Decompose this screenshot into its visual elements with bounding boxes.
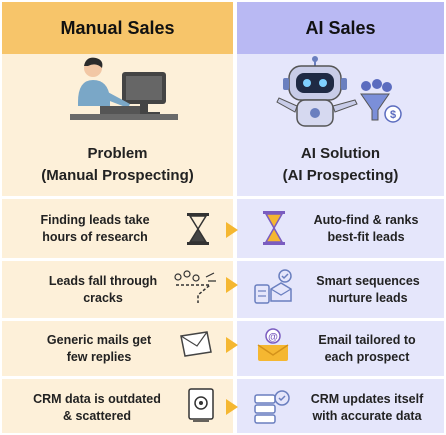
hourglass-icon — [182, 210, 214, 248]
hourglass-fast-icon — [258, 208, 290, 248]
ai-sales-title: AI Sales — [305, 17, 376, 38]
problem-title-line1: Problem — [87, 145, 148, 162]
ai-robot-illustration-icon: $ — [265, 54, 415, 132]
solution-title-line2: (AI Prospecting) — [282, 167, 399, 184]
divider — [2, 258, 444, 261]
solution-text-row2: Smart sequences nurture leads — [316, 274, 420, 305]
manual-column — [2, 2, 233, 433]
divider — [2, 376, 444, 379]
divider — [2, 318, 444, 321]
arrow-icon — [226, 222, 238, 238]
problem-title-line2: (Manual Prospecting) — [41, 167, 194, 184]
problem-section-title: Problem (Manual Prospecting) — [2, 143, 233, 187]
database-sync-icon — [252, 388, 292, 426]
problem-text-row4: CRM data is outdated & scattered — [33, 392, 161, 423]
solution-title-line1: AI Solution — [300, 145, 381, 162]
envelope-icon — [176, 326, 216, 362]
manual-sales-title: Manual Sales — [60, 17, 175, 38]
divider — [2, 196, 444, 199]
solution-section-title: AI Solution (AI Prospecting) — [237, 143, 444, 187]
problem-text-row2: Leads fall through cracks — [48, 274, 158, 305]
broken-funnel-icon — [170, 268, 220, 306]
personal-email-icon: @ — [254, 326, 292, 364]
svg-text:@: @ — [268, 332, 278, 343]
settings-document-icon — [186, 386, 216, 426]
svg-text:$: $ — [390, 109, 396, 121]
manual-sales-header: Manual Sales — [2, 2, 233, 54]
solution-text-row3: Email tailored to each prospect — [318, 333, 416, 364]
sequence-icon — [250, 266, 296, 308]
ai-sales-header: AI Sales — [237, 2, 444, 54]
solution-text-row1: Auto-find & ranks best-fit leads — [313, 213, 419, 244]
arrow-icon — [226, 399, 238, 415]
problem-text-row1: Finding leads take hours of research — [40, 213, 150, 244]
arrow-icon — [226, 277, 238, 293]
solution-text-row4: CRM updates itself with accurate data — [310, 392, 424, 423]
manual-worker-illustration-icon — [60, 54, 180, 132]
arrow-icon — [226, 337, 238, 353]
problem-text-row3: Generic mails get few replies — [46, 333, 152, 364]
